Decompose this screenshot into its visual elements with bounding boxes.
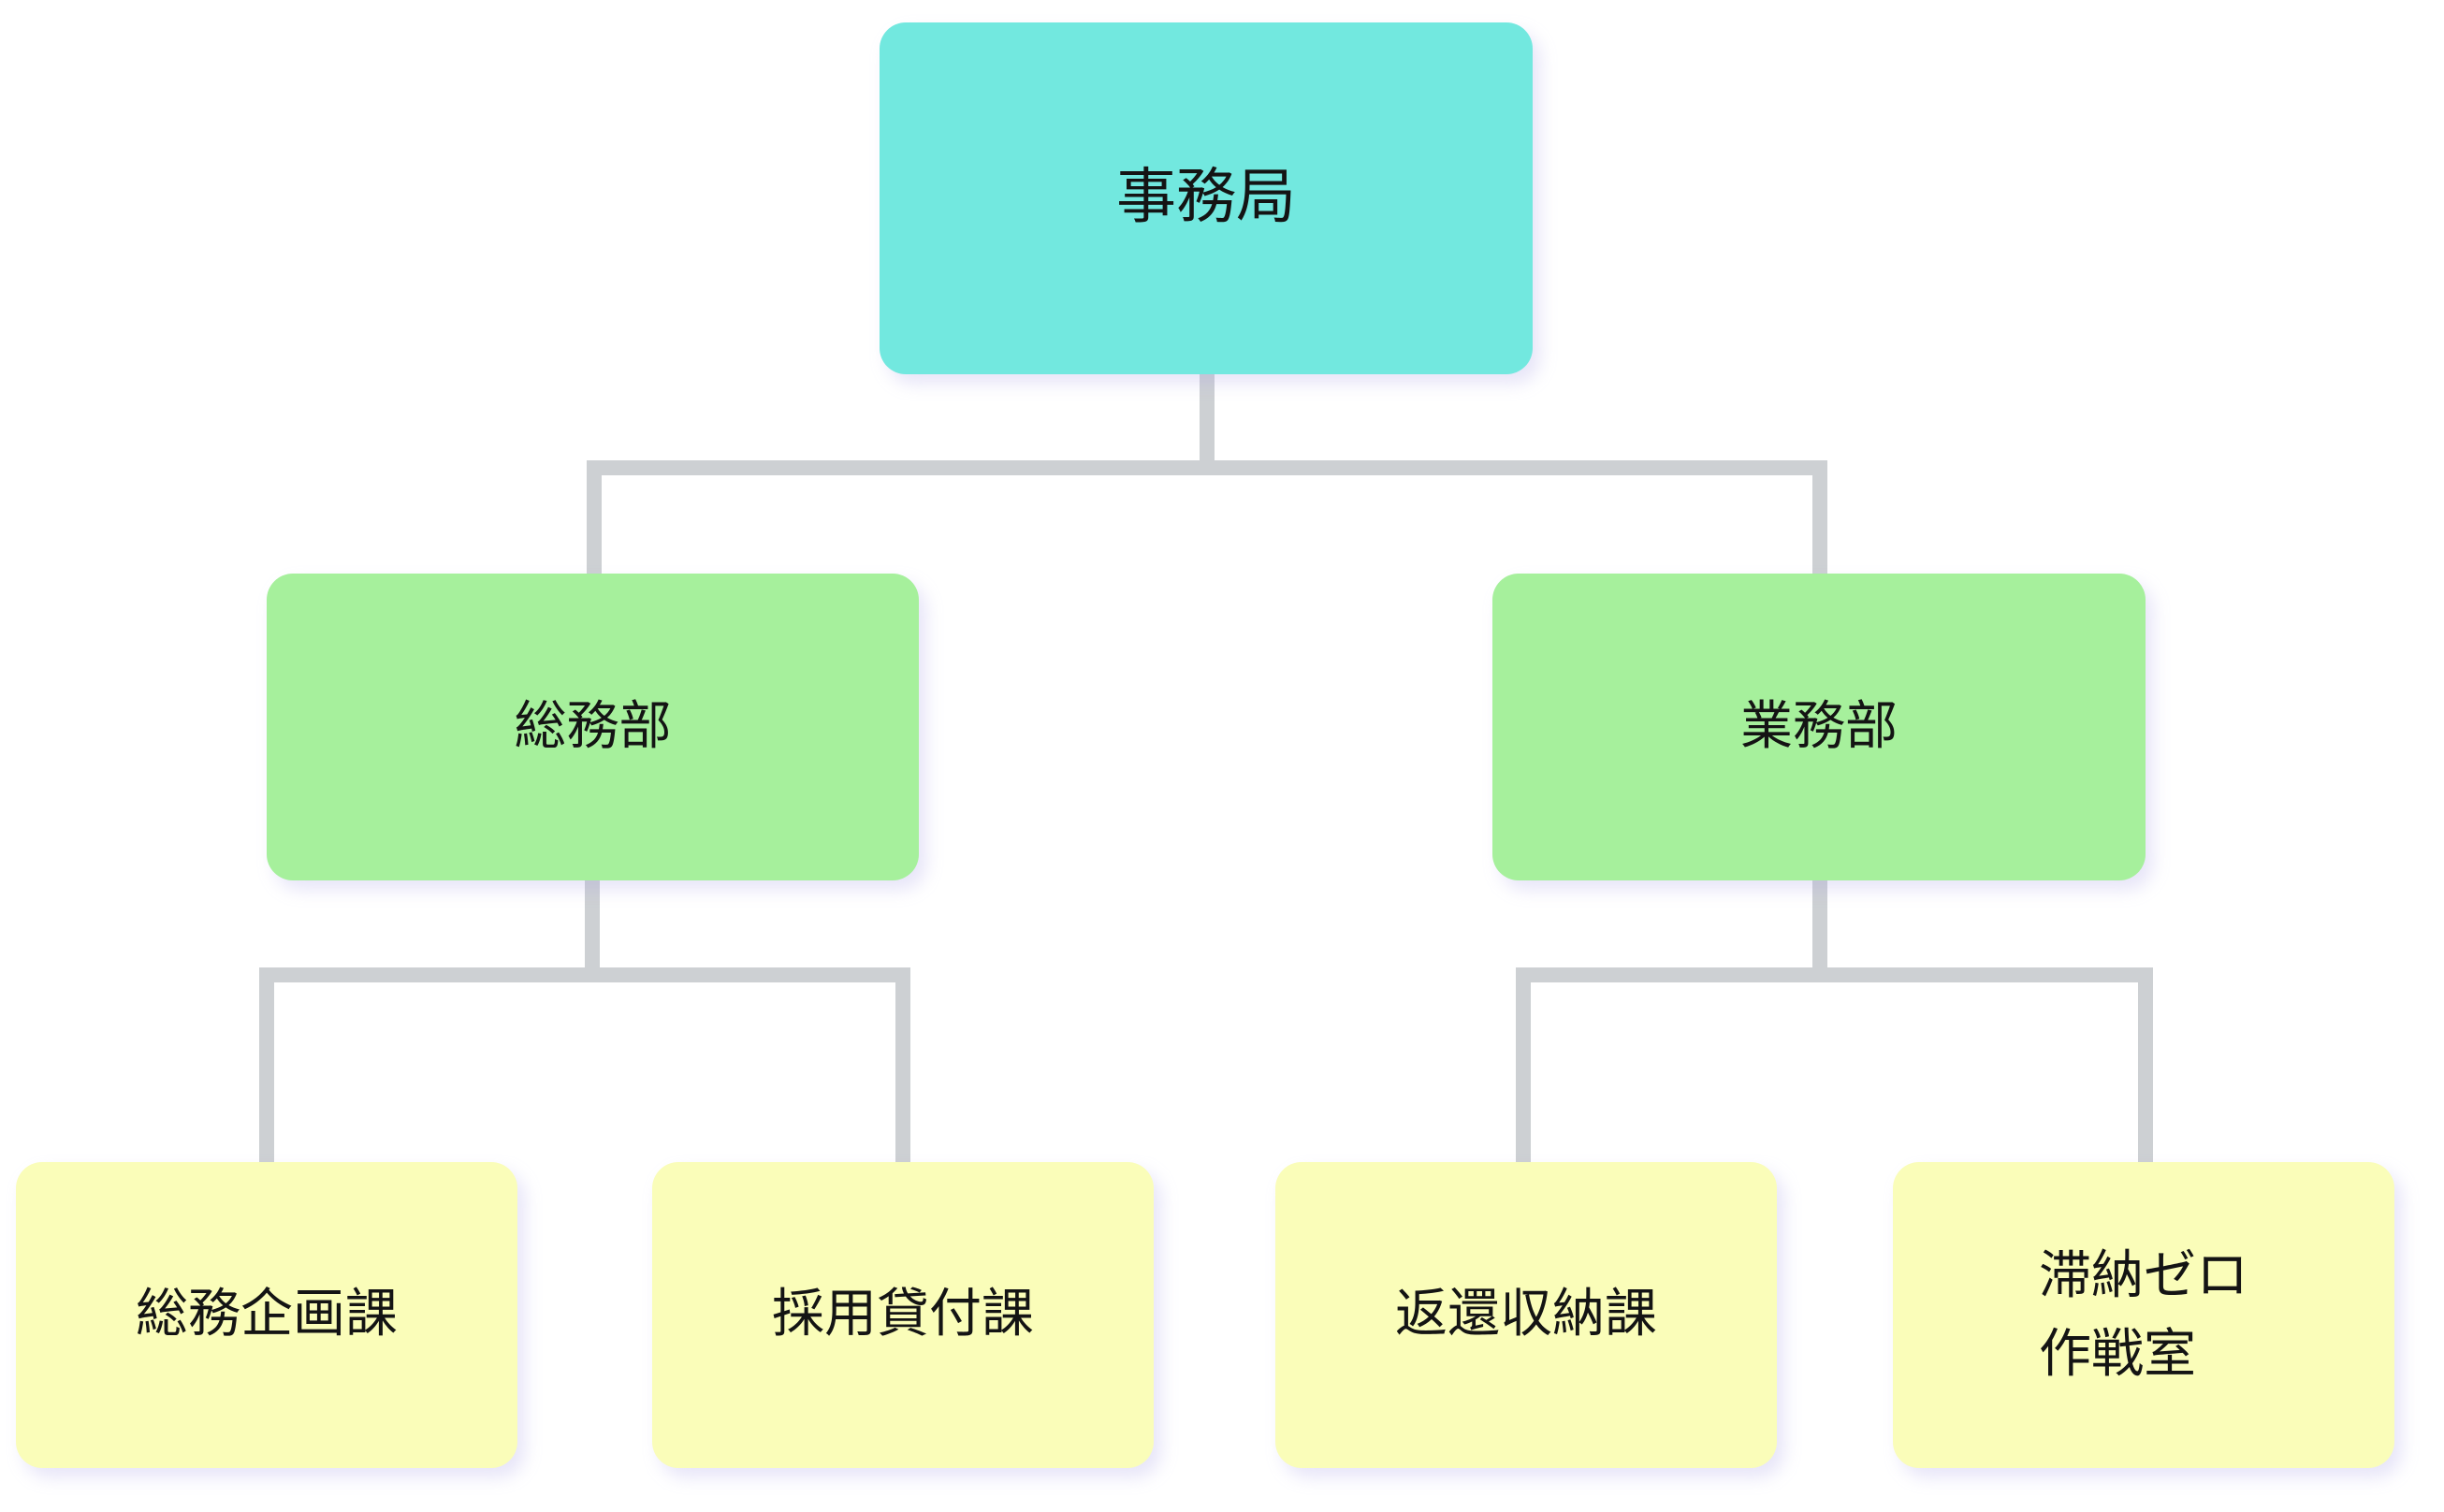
node-label-line-1: 滞納ゼロ <box>2039 1244 2248 1306</box>
node-tainou-zero-sakusen-shitsu: 滞納ゼロ 作戦室 <box>1893 1162 2394 1468</box>
node-label: 採用貸付課 <box>772 1284 1034 1345</box>
node-label: 総務企画課 <box>136 1284 398 1345</box>
node-soumubu: 総務部 <box>267 574 919 880</box>
node-jimukyoku: 事務局 <box>880 22 1533 374</box>
node-label: 事務局 <box>1116 163 1296 233</box>
node-label-line-2: 作戦室 <box>2039 1323 2196 1385</box>
node-gyomubu: 業務部 <box>1492 574 2146 880</box>
node-label: 返還収納課 <box>1395 1284 1657 1345</box>
node-label: 業務部 <box>1740 695 1898 757</box>
connector-gyomu-to-sections <box>1516 880 2153 1162</box>
node-henkan-shuno-ka: 返還収納課 <box>1275 1162 1777 1468</box>
connector-root-to-departments <box>587 374 1827 574</box>
node-soumu-kikaku-ka: 総務企画課 <box>16 1162 517 1468</box>
node-label: 滞納ゼロ 作戦室 <box>2039 1237 2248 1394</box>
node-saiyo-kashitsuke-ka: 採用貸付課 <box>652 1162 1154 1468</box>
connector-soumu-to-sections <box>259 880 910 1162</box>
node-label: 総務部 <box>514 695 672 757</box>
